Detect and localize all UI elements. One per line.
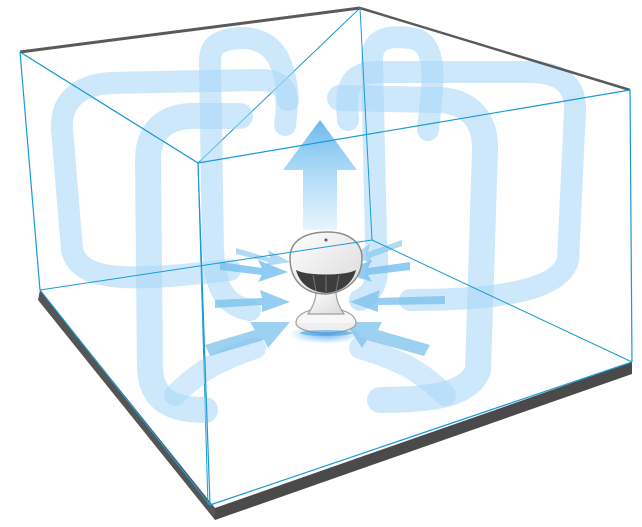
airflow-loops [50, 26, 586, 423]
arrow-back-left-icon [236, 248, 290, 266]
up-arrow-icon [283, 120, 357, 230]
arrow-right-lower-icon [345, 322, 430, 356]
air-circulator-fan-icon [289, 231, 363, 344]
box-front-edges [19, 6, 633, 506]
arrow-left-mid-icon [215, 290, 290, 312]
arrow-left-lower-icon [205, 322, 290, 356]
box-shadow [38, 290, 632, 520]
arrow-left-upper-icon [220, 260, 288, 282]
arrow-right-mid-icon [350, 290, 445, 312]
